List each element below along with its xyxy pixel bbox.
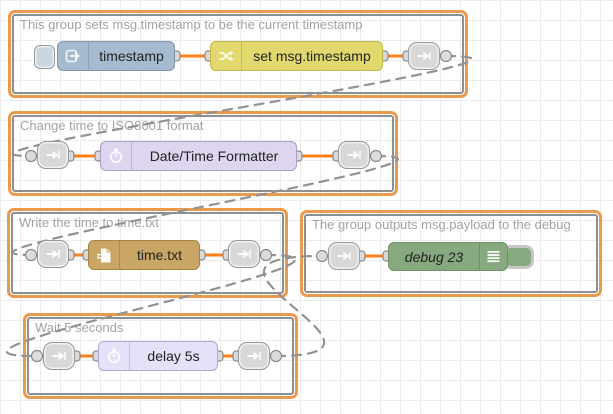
node-label: delay 5s — [147, 348, 200, 364]
debug-toggle-button[interactable] — [503, 245, 534, 269]
link-arrow-icon — [247, 351, 261, 361]
debug-node[interactable]: debug 23 — [388, 242, 508, 271]
date-time-formatter-node[interactable]: Date/Time Formatter — [100, 141, 297, 171]
group-title: Write the time to time.txt — [19, 215, 159, 230]
node-label: timestamp — [99, 48, 164, 64]
group-title: Change time to ISO8601 format — [20, 118, 204, 133]
link-in-node[interactable] — [328, 242, 360, 270]
list-icon — [479, 243, 507, 270]
group-set-timestamp[interactable]: This group sets msg.timestamp to be the … — [8, 10, 468, 98]
inject-trigger-button[interactable] — [34, 45, 55, 69]
delay-node[interactable]: delay 5s — [98, 341, 218, 371]
timer-icon — [101, 142, 132, 170]
link-out-node[interactable] — [408, 42, 440, 70]
link-out-node[interactable] — [338, 141, 370, 169]
link-out-node[interactable] — [238, 342, 270, 370]
group-title: The group outputs msg.payload to the deb… — [312, 217, 571, 232]
link-port[interactable] — [259, 248, 273, 262]
link-port[interactable] — [269, 349, 283, 363]
link-port[interactable] — [24, 149, 38, 163]
link-in-node[interactable] — [37, 240, 69, 268]
link-wire-file-to-delay[interactable] — [5, 253, 297, 358]
link-port[interactable] — [315, 249, 329, 263]
file-in-icon — [89, 241, 120, 269]
node-label: Date/Time Formatter — [149, 148, 279, 164]
link-port[interactable] — [369, 149, 383, 163]
inject-arrow-icon — [58, 42, 89, 70]
link-arrow-icon — [46, 249, 60, 259]
group-title: This group sets msg.timestamp to be the … — [20, 17, 363, 32]
timer-icon — [99, 342, 130, 370]
file-node[interactable]: time.txt — [88, 240, 200, 270]
group-inner-border — [12, 14, 464, 94]
shuffle-icon — [211, 42, 242, 70]
node-label: debug 23 — [404, 248, 464, 265]
link-port[interactable] — [30, 349, 44, 363]
group-inner-border — [304, 214, 598, 293]
node-label: set msg.timestamp — [253, 48, 371, 64]
node-label: time.txt — [136, 247, 183, 263]
link-port[interactable] — [439, 49, 453, 63]
link-arrow-icon — [237, 249, 251, 259]
link-port[interactable] — [24, 248, 38, 262]
link-arrow-icon — [46, 150, 60, 160]
inject-node[interactable]: timestamp — [57, 41, 175, 71]
link-in-node[interactable] — [37, 141, 69, 169]
link-wire-timestamp-to-formatter[interactable] — [11, 54, 473, 158]
group-debug-output[interactable]: The group outputs msg.payload to the deb… — [300, 210, 602, 297]
change-node[interactable]: set msg.timestamp — [210, 41, 383, 71]
group-iso8601-format[interactable]: Change time to ISO8601 format — [8, 111, 398, 196]
link-arrow-icon — [337, 251, 351, 261]
link-arrow-icon — [52, 351, 66, 361]
link-arrow-icon — [417, 51, 431, 61]
link-in-node[interactable] — [43, 342, 75, 370]
link-arrow-icon — [347, 150, 361, 160]
link-wire-delay-to-debug[interactable] — [262, 254, 326, 358]
link-out-node[interactable] — [228, 240, 260, 268]
